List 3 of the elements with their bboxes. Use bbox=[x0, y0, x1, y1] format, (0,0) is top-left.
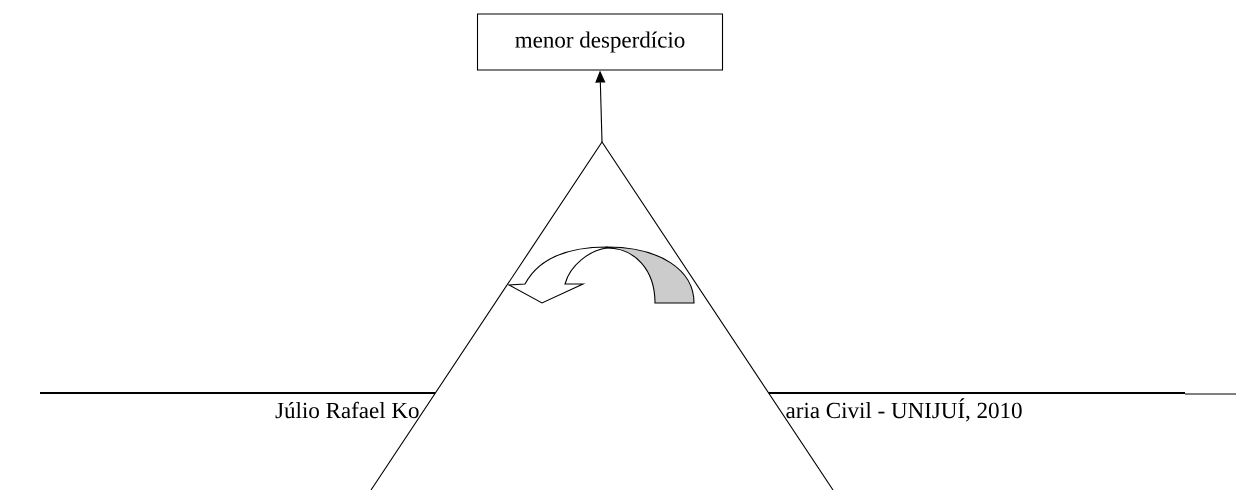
footer-text: Júlio Rafael Ko bbox=[275, 401, 419, 419]
text-box: menor desperdício bbox=[476, 13, 724, 71]
footer-text: aria Civil - UNIJUÍ, 2010 bbox=[786, 398, 1022, 422]
